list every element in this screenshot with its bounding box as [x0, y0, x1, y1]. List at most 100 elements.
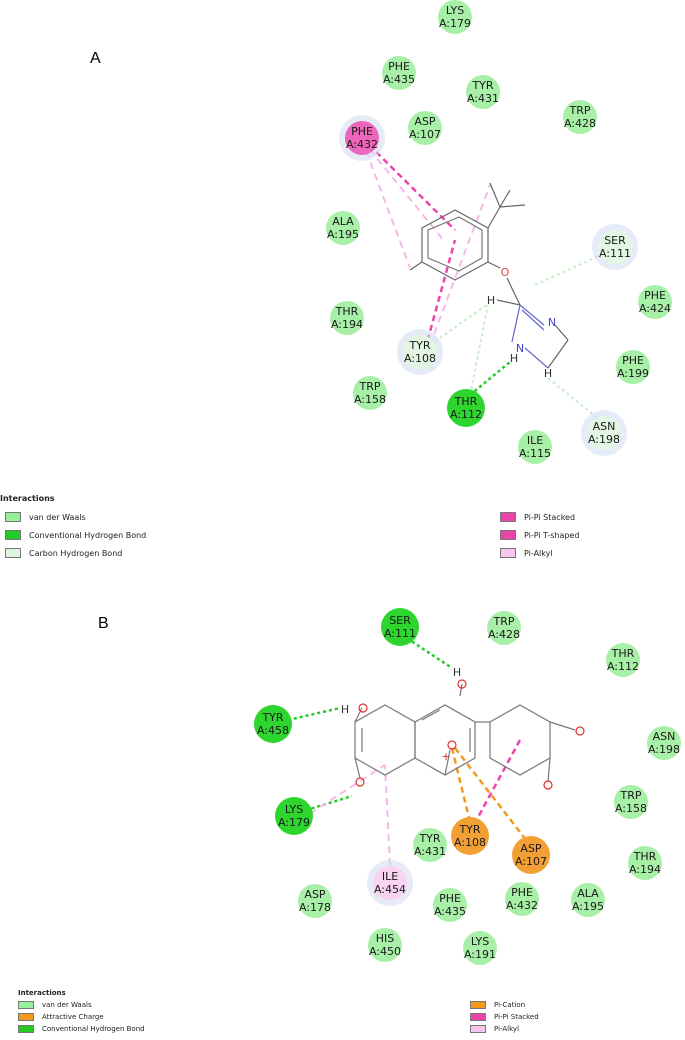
residue-id: A:435 [382, 73, 416, 86]
residue-id: A:454 [373, 883, 407, 896]
panel-b-oxygen-atoms [355, 679, 585, 790]
legend-title: Interactions [0, 494, 55, 503]
residue-name: PHE [388, 60, 410, 73]
pialkyl-line [361, 139, 411, 269]
residue-name: TRP [620, 789, 642, 802]
legend-label: Attractive Charge [42, 1013, 104, 1021]
residue-id: A:199 [616, 367, 650, 380]
pialkyl-line [384, 764, 391, 866]
residue-id: A:179 [438, 17, 472, 30]
legend-item: Carbon Hydrogen Bond [5, 548, 122, 558]
residue-name: LYS [284, 803, 304, 816]
legend-label: Carbon Hydrogen Bond [29, 548, 123, 558]
panel-a-chb-lines [429, 249, 613, 421]
residue-id: A:107 [514, 855, 548, 868]
charge-line [454, 747, 531, 846]
legend-item: Conventional Hydrogen Bond [5, 530, 146, 540]
residue-id: A:194 [628, 863, 662, 876]
residue-id: A:431 [466, 92, 500, 105]
residue-id: A:198 [587, 433, 621, 446]
panel-a-structure: O N N H H H [361, 137, 613, 421]
chb-line [547, 377, 601, 421]
residue-id: A:195 [326, 228, 360, 241]
legend-item: Pi-Pi Stacked [470, 1013, 539, 1021]
residue-id: A:432 [345, 138, 379, 151]
residue-id: A:179 [277, 816, 311, 829]
legend-swatch [470, 1001, 486, 1009]
residue-id: A:108 [453, 836, 487, 849]
legend-label: van der Waals [42, 1001, 92, 1009]
residue-id: A:108 [403, 352, 437, 365]
legend-item: Pi-Pi T-shaped [500, 530, 579, 540]
residue-name: THR [611, 647, 635, 660]
chb-line [429, 303, 489, 346]
legend-swatch [18, 1025, 34, 1033]
residue-name: THR [633, 850, 657, 863]
residue-name: ILE [381, 870, 399, 883]
residue-id: A:458 [256, 724, 290, 737]
panel-b-label: B [98, 615, 109, 632]
legend-item: Pi-Pi Stacked [500, 512, 575, 522]
panel-b-charge-lines [450, 747, 531, 846]
panel-a-pialkyl-lines [361, 139, 491, 346]
panel-b-pialkyl-lines [299, 764, 391, 866]
legend-swatch [5, 512, 21, 522]
panel-a-atom-o: O [501, 266, 510, 279]
residue-id: A:428 [563, 117, 597, 130]
legend-swatch [18, 1001, 34, 1009]
residue-id: A:191 [463, 948, 497, 961]
residue-name: HIS [375, 932, 395, 945]
residue-id: A:178 [298, 901, 332, 914]
oxygen-atom [447, 740, 457, 750]
legend-swatch [5, 530, 21, 540]
panel-a-hbond-lines [469, 361, 511, 396]
pipi-line [361, 137, 456, 231]
panel-a-ligand [409, 182, 569, 369]
legend-label: Pi-Pi Stacked [494, 1013, 539, 1021]
residue-id: A:450 [368, 945, 402, 958]
hbond-line [469, 361, 511, 396]
panel-b-charge-plus: + [441, 750, 450, 763]
residue-name: LYS [470, 935, 490, 948]
residue-name: SER [389, 614, 411, 627]
residue-id: A:424 [638, 302, 672, 315]
residue-name: TYR [419, 832, 441, 845]
hbond-line [401, 633, 453, 670]
charge-line [450, 747, 472, 823]
residue-name: ASP [414, 115, 436, 128]
residue-id: A:198 [647, 743, 681, 756]
pialkyl-line [361, 139, 446, 243]
oxygen-atom [355, 777, 365, 787]
residue-id: A:107 [408, 128, 442, 141]
panel-b-atom-h: H [453, 666, 461, 679]
residue-name: PHE [439, 892, 461, 905]
residue-name: THR [454, 395, 478, 408]
residue-name: TRP [359, 380, 381, 393]
residue-name: TYR [262, 711, 284, 724]
legend-swatch [470, 1013, 486, 1021]
residue-name: ALA [577, 887, 599, 900]
legend-item: van der Waals [18, 1001, 92, 1009]
oxygen-atom [575, 726, 585, 736]
residue-name: LYS [445, 4, 465, 17]
legend-swatch [18, 1013, 34, 1021]
residue-name: PHE [644, 289, 666, 302]
